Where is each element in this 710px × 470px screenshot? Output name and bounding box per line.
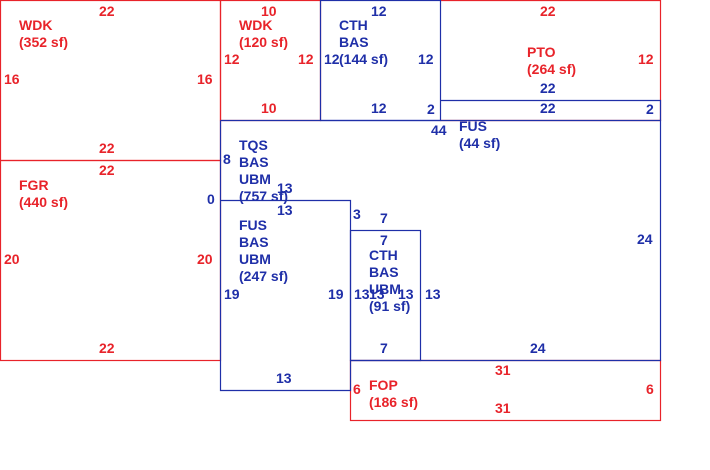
tqs-area: (757 sf) <box>239 188 289 204</box>
dim-cth-mid-right-inner: 13 <box>398 286 414 302</box>
dim-fgr-bottom: 22 <box>99 340 115 356</box>
dim-fus-small-right: 2 <box>646 101 654 117</box>
dim-fop-right: 6 <box>646 381 654 397</box>
dim-cth-mid-top-outer: 7 <box>380 210 388 226</box>
fus-small-area: (44 sf) <box>459 135 501 151</box>
fus-main-label: FUS BAS UBM (247 sf) <box>239 217 288 285</box>
tqs-line2: BAS <box>239 154 269 170</box>
dim-cth-mid-left-outer: 13 <box>354 286 370 302</box>
fgr-code: FGR <box>19 177 49 193</box>
tqs-outline <box>220 119 662 362</box>
dim-fgr-left: 20 <box>4 251 20 267</box>
cth-top-line2: BAS <box>339 34 369 50</box>
dim-tqs-step-under: 13 <box>277 202 293 218</box>
fus-main-line2: BAS <box>239 234 269 250</box>
fus-main-line3: UBM <box>239 251 271 267</box>
dim-wdk-left-right: 16 <box>197 71 213 87</box>
dim-tqs-left-mid: 0 <box>207 191 215 207</box>
fgr-label: FGR (440 sf) <box>19 177 68 211</box>
pto-code: PTO <box>527 44 556 60</box>
dim-wdk-small-right: 12 <box>298 51 314 67</box>
dim-cth-top-left: 12 <box>324 51 340 67</box>
cth-mid-outline <box>349 229 422 362</box>
pto-fus-divider <box>440 99 662 121</box>
fop-area: (186 sf) <box>369 394 419 410</box>
dim-tqs-right: 24 <box>637 231 653 247</box>
fus-small-code: FUS <box>459 118 487 134</box>
dim-cth-mid-bottom: 7 <box>380 340 388 356</box>
dim-fop-top: 31 <box>495 362 511 378</box>
cth-top-label: CTH BAS (144 sf) <box>339 17 388 68</box>
dim-wdk-small-left: 12 <box>224 51 240 67</box>
wdk-small-code: WDK <box>239 17 273 33</box>
fgr-area: (440 sf) <box>19 194 69 210</box>
pto-label: PTO (264 sf) <box>527 44 576 78</box>
dim-tqs-bottom: 24 <box>530 340 546 356</box>
fus-main-line1: FUS <box>239 217 267 233</box>
cth-mid-label: CTH BAS UBM (91 sf) <box>369 247 410 315</box>
cth-mid-line3: UBM <box>369 281 401 297</box>
pto-area: (264 sf) <box>527 61 577 77</box>
dim-fop-left: 6 <box>353 381 361 397</box>
dim-tqs-step-top: 13 <box>277 180 293 196</box>
fop-code: FOP <box>369 377 398 393</box>
wdk-left-label: WDK (352 sf) <box>19 17 68 51</box>
dim-fgr-right: 20 <box>197 251 213 267</box>
dim-cth-top-right: 12 <box>418 51 434 67</box>
dim-fus-small-bottom: 44 <box>431 122 447 138</box>
dim-wdk-small-top: 10 <box>261 3 277 19</box>
cth-top-area: (144 sf) <box>339 51 389 67</box>
tqs-line1: TQS <box>239 137 268 153</box>
cth-mid-line1: CTH <box>369 247 398 263</box>
dim-fop-bottom: 31 <box>495 400 511 416</box>
dim-pto-right: 12 <box>638 51 654 67</box>
wdk-small-area: (120 sf) <box>239 34 289 50</box>
fus-small-label: FUS (44 sf) <box>459 118 500 152</box>
dim-wdk-left-left: 16 <box>4 71 20 87</box>
dim-wdk-left-top: 22 <box>99 3 115 19</box>
dim-fus-small-left: 2 <box>427 101 435 117</box>
tqs-label: TQS BAS UBM (757 sf) <box>239 137 288 205</box>
cth-top-line1: CTH <box>339 17 368 33</box>
dim-fus-small-top: 22 <box>540 100 556 116</box>
wdk-small-label: WDK (120 sf) <box>239 17 288 51</box>
cth-mid-line2: BAS <box>369 264 399 280</box>
fus-main-outline <box>219 120 352 392</box>
dim-fus-main-left: 19 <box>224 286 240 302</box>
dim-tqs-left-top: 8 <box>223 151 231 167</box>
dim-tqs-step-side: 3 <box>353 206 361 222</box>
dim-pto-bottom: 22 <box>540 80 556 96</box>
wdk-left-code: WDK <box>19 17 53 33</box>
dim-cth-top-bottom: 12 <box>371 100 387 116</box>
dim-cth-mid-left-inner: 13 <box>369 286 385 302</box>
dim-pto-top: 22 <box>540 3 556 19</box>
fop-label: FOP (186 sf) <box>369 377 418 411</box>
wdk-left-area: (352 sf) <box>19 34 69 50</box>
dim-wdk-left-bottom: 22 <box>99 140 115 156</box>
dim-cth-mid-top-inner: 7 <box>380 232 388 248</box>
dim-fus-main-right: 19 <box>328 286 344 302</box>
dim-fus-main-bottom: 13 <box>276 370 292 386</box>
fus-main-area: (247 sf) <box>239 268 289 284</box>
cth-mid-area: (91 sf) <box>369 298 411 314</box>
dim-fgr-top: 22 <box>99 162 115 178</box>
dim-cth-top-top: 12 <box>371 3 387 19</box>
dim-cth-mid-right-outer: 13 <box>425 286 441 302</box>
dim-wdk-small-bottom: 10 <box>261 100 277 116</box>
tqs-line3: UBM <box>239 171 271 187</box>
